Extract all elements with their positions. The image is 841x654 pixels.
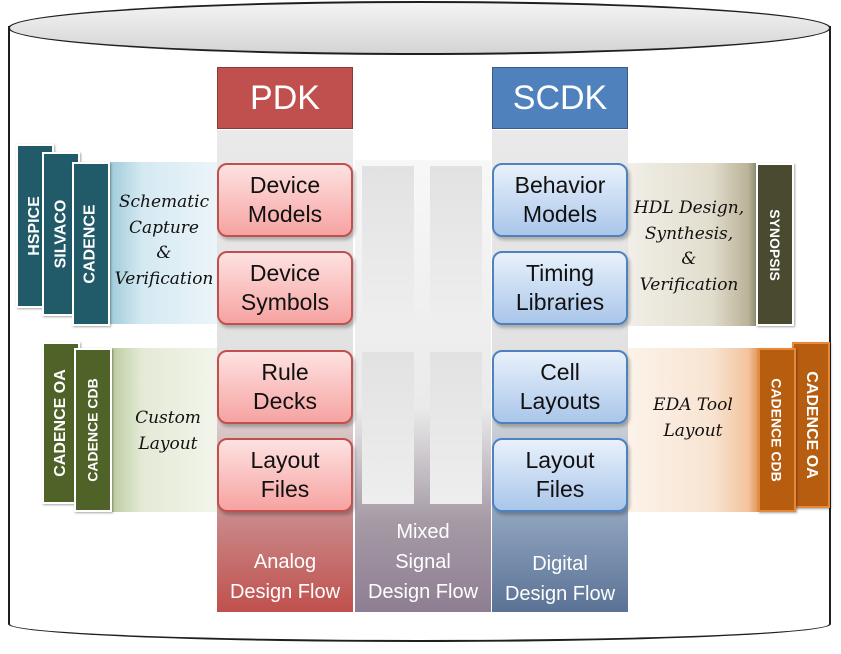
schematic-capture-label: Schematic Capture & Verification <box>114 192 214 289</box>
tool-tab-cadence: CADENCE <box>72 162 110 326</box>
analog-design-flow-label: Analog Design Flow <box>229 551 341 603</box>
timing-libraries-card: Timing Libraries <box>492 251 628 325</box>
hdl-design-label: HDL Design, Synthesis, & Verification <box>633 198 745 295</box>
pdk-layout-files-card: Layout Files <box>217 438 353 512</box>
behavior-models-card: Behavior Models <box>492 163 628 237</box>
mixed-signal-design-flow-label: Mixed Signal Design Flow <box>367 521 479 603</box>
tool-tab-cadence-cdb-right: CADENCE CDB <box>758 348 796 512</box>
mixed-block <box>362 352 414 504</box>
hdl-stripe <box>626 163 768 326</box>
eda-layout-stripe <box>626 348 768 512</box>
schematic-stripe <box>90 162 220 324</box>
mixed-block <box>430 166 482 318</box>
device-symbols-card: Device Symbols <box>217 251 353 325</box>
mixed-block <box>430 352 482 504</box>
tool-tab-cadence-oa-right: CADENCE OA <box>792 342 830 508</box>
tool-tab-synopsis: SYNOPSIS <box>756 163 794 326</box>
eda-tool-layout-label: EDA Tool Layout <box>653 395 733 441</box>
custom-layout-label: Custom Layout <box>135 408 201 454</box>
scdk-layout-files-card: Layout Files <box>492 438 628 512</box>
cylinder-top <box>8 1 831 55</box>
mixed-block <box>362 166 414 318</box>
tool-tab-cadence-cdb-left: CADENCE CDB <box>74 348 112 512</box>
digital-design-flow-label: Digital Design Flow <box>504 553 616 605</box>
cell-layouts-card: Cell Layouts <box>492 350 628 424</box>
scdk-header: SCDK <box>492 67 628 129</box>
device-models-card: Device Models <box>217 163 353 237</box>
rule-decks-card: Rule Decks <box>217 350 353 424</box>
pdk-header: PDK <box>217 67 353 129</box>
